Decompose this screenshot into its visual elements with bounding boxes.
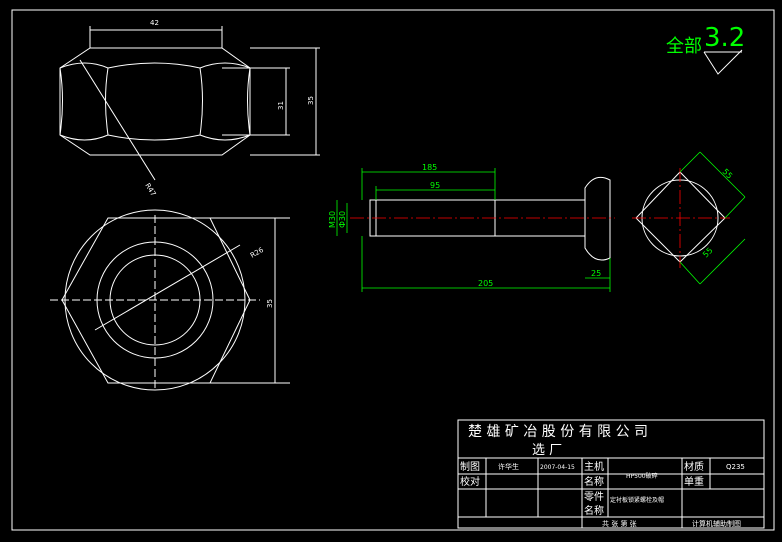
bolt-dimensions [336,168,611,292]
bolt-length-185-label: 185 [422,163,437,172]
drawn-date: 2007-04-15 [540,464,575,471]
part-value: 定衬板锁紧螺栓及帽 [610,496,664,504]
cad-note: 计算机辅助制图 [692,519,741,528]
bolt-head-label: 25 [591,269,601,278]
finish-value: 3.2 [704,23,745,53]
nut-height-inner-label: 31 [277,101,285,110]
material-label: 材质 [684,460,704,473]
head-side-a-label: 55 [721,167,735,181]
bolt-d1-label: M30 [328,211,337,228]
bolt-side-view [350,176,615,261]
bolt-length-95-label: 95 [430,181,440,190]
main-name-label: 名称 [584,475,604,488]
drawn-name: 许华生 [498,462,519,471]
bolt-d2-label: Ф30 [338,211,347,228]
nut-top-view [50,209,290,391]
finish-prefix: 全部 [666,36,702,57]
main-machine-value: HP500破碎 [626,472,658,480]
nut-across-flats-label: 35 [266,299,274,308]
nut-height-outer-label: 35 [307,96,315,105]
material-value: Q235 [726,463,745,471]
bolt-total-label: 205 [478,279,493,288]
finish-symbol-icon [703,49,743,75]
dept-name: 选 厂 [532,443,562,458]
company-name: 楚 雄 矿 冶 股 份 有 限 公 司 [468,424,648,440]
drawing-frame [11,9,775,531]
part-label: 零件 [584,491,604,503]
main-machine-label: 主机 [584,460,604,473]
nut-radius-label: R26 [249,246,265,260]
title-block [457,419,765,529]
weight-label: 单重 [684,475,704,488]
bolt-head-end-view [632,151,746,285]
nut-front-view [59,26,320,181]
nut-width-label: 42 [150,19,159,27]
nut-diag-label: R47 [143,182,157,198]
sheet-count: 共 张 第 张 [602,519,637,528]
checked-label: 校对 [460,475,480,488]
part-name-label: 名称 [584,504,604,517]
drawn-label: 制图 [460,460,480,473]
